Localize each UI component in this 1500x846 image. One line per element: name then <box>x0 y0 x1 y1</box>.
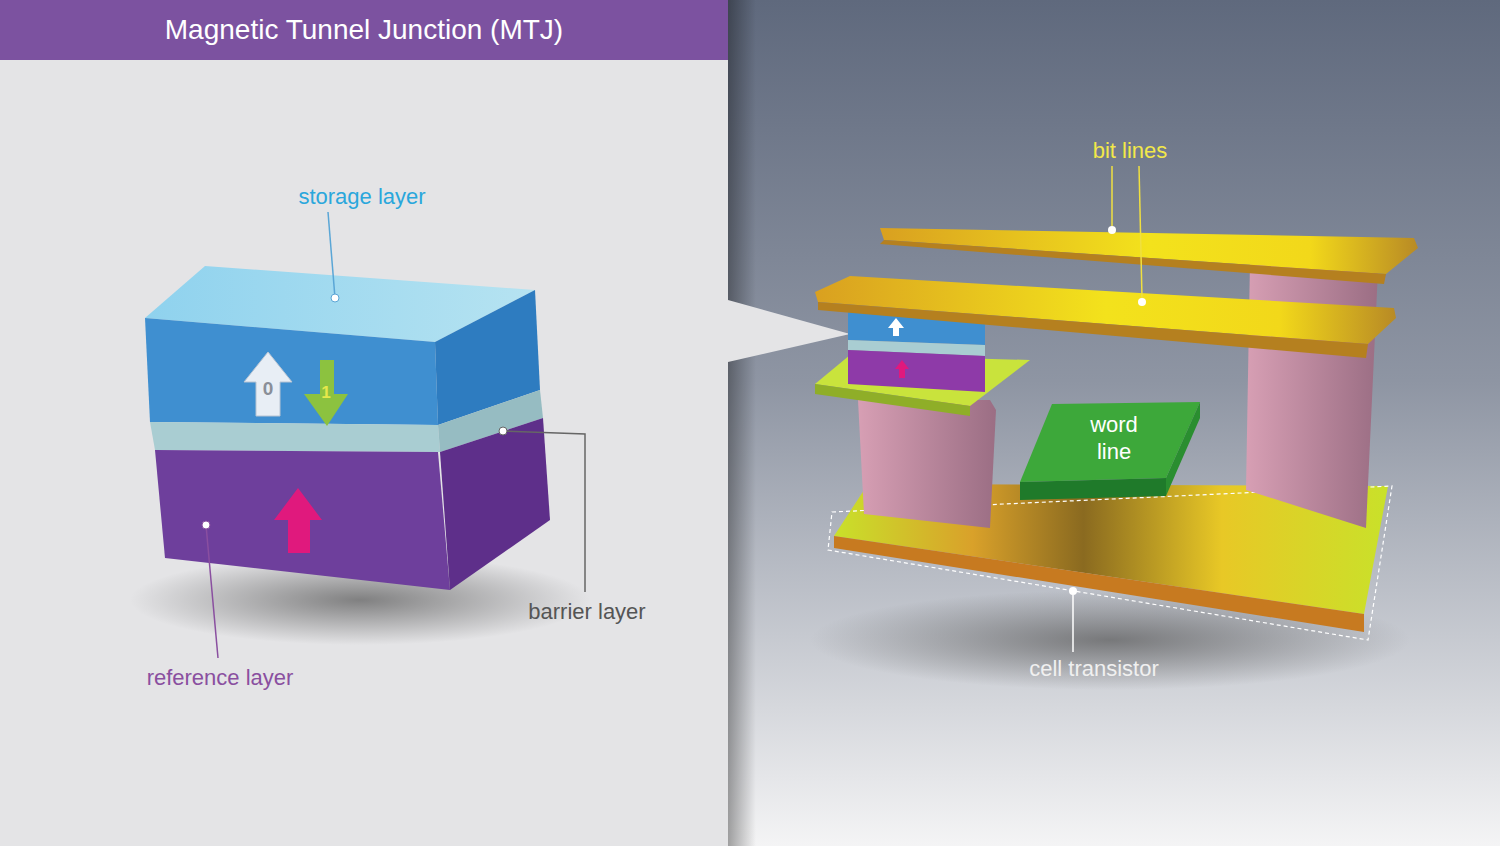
part-label: reference layer <box>147 665 294 691</box>
part-label: storage layer <box>298 184 425 210</box>
part-label: barrier layer <box>528 599 645 625</box>
word-line-box: word line <box>1083 411 1145 465</box>
part-label: cell transistor <box>1029 656 1159 682</box>
title-bar-text: Magnetic Tunnel Junction (MTJ) <box>0 0 728 60</box>
bit-value: 1 <box>321 383 330 403</box>
bit-value: 0 <box>263 378 274 400</box>
part-label: bit lines <box>1093 138 1168 164</box>
box-text: word line <box>1083 411 1145 465</box>
